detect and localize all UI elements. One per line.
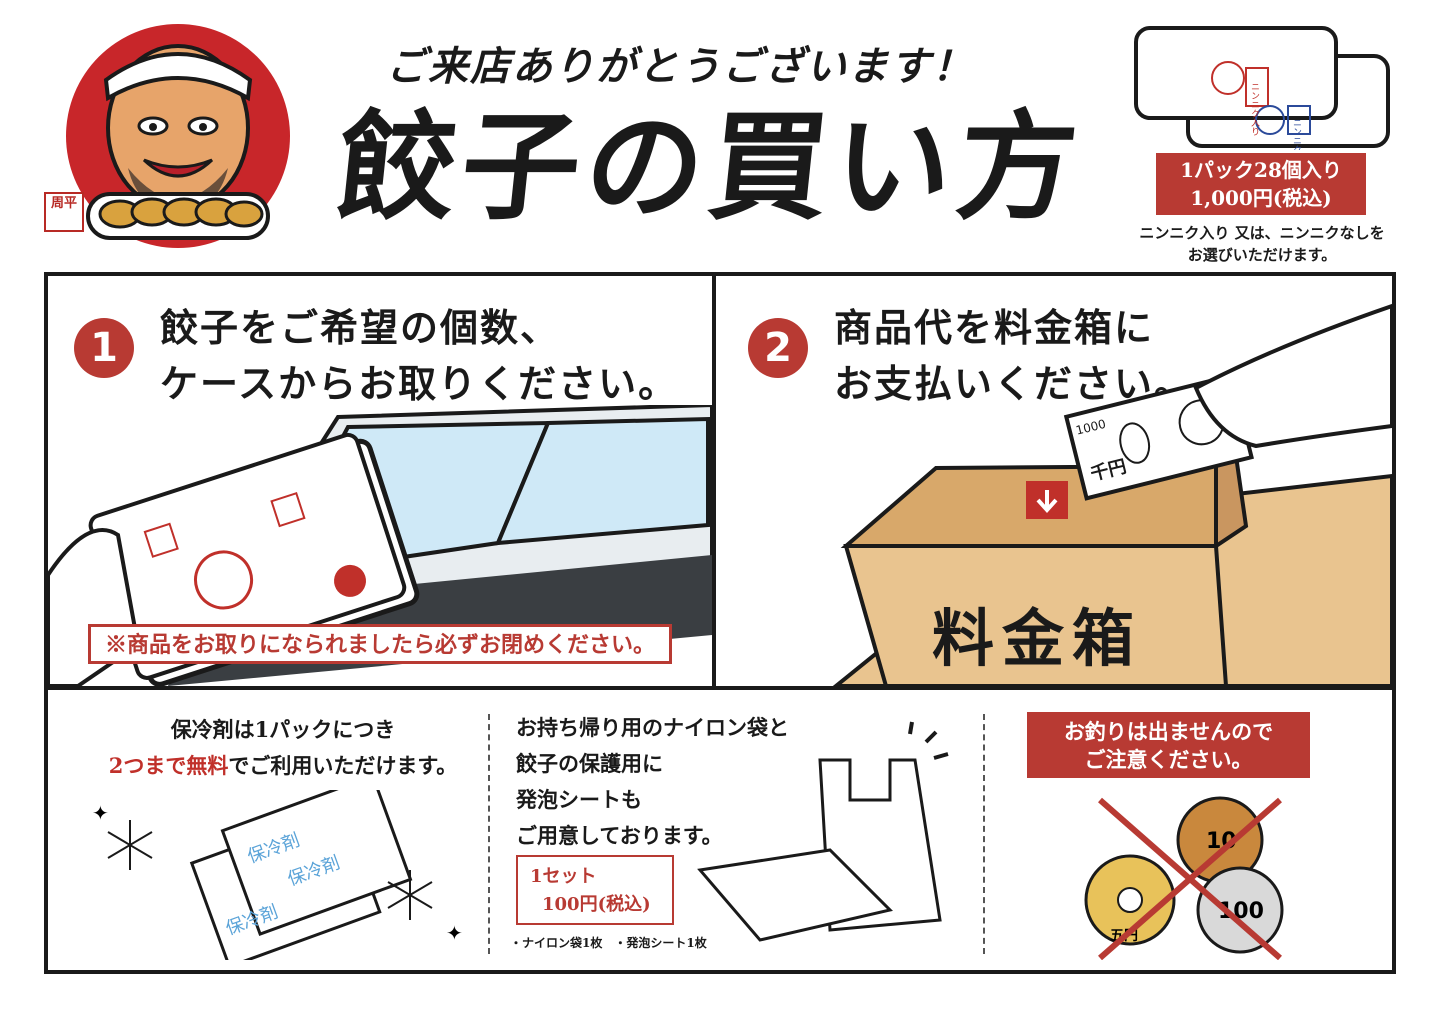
pack-label-a: ニンニク入り: [1249, 82, 1260, 136]
bag-set-line-1: 1セット: [530, 866, 597, 887]
price-note-line-1: ニンニク入り 又は、ニンニクなしを: [1139, 224, 1385, 242]
step-1-line-1: 餃子をご希望の個数、: [160, 305, 561, 350]
payment-box-label: 料金箱: [932, 602, 1143, 675]
pack-label-b: ニンニクなし: [1291, 118, 1302, 150]
step-1-badge: 1: [74, 318, 134, 378]
sparkle-icon: ✦: [92, 801, 109, 825]
instruction-frame: [44, 272, 1396, 974]
price-note-line-2: お選びいただけます。: [1187, 246, 1337, 264]
ice-pack-text: 保冷剤は1パックにつき 2つまで無料でご利用いただけます。: [88, 712, 478, 784]
step-2-line-1: 商品代を料金箱に: [834, 305, 1155, 350]
price-line-1: 1パック28個入り: [1180, 158, 1342, 182]
no-change-line-2: ご注意ください。: [1084, 747, 1253, 772]
ice-pack-illustration: 保冷剤 保冷剤 保冷剤 ✦ ✦: [92, 790, 463, 960]
page-title: 餃子の買い方: [330, 97, 1090, 236]
snowflake-icon: [387, 870, 433, 920]
brand-stamp: 周平: [44, 192, 84, 232]
no-change-line-1: お釣りは出ませんので: [1063, 719, 1274, 744]
step-1-line-2: ケースからお取りください。: [160, 361, 679, 406]
ice-pack-line-2: でご利用いただけます。: [228, 753, 458, 778]
shine-icon: [908, 721, 949, 760]
welcome-text: ご来店ありがとうございます！: [386, 43, 974, 90]
price-box: 1パック28個入り 1,000円(税込): [1156, 153, 1366, 215]
no-change-notice: お釣りは出ませんので ご注意ください。: [1027, 712, 1310, 778]
bag-line-2: 餃子の保護用に: [516, 751, 663, 776]
bag-text: お持ち帰り用のナイロン袋と 餃子の保護用に 発泡シートも ご用意しております。: [516, 710, 789, 854]
bag-line-1: お持ち帰り用のナイロン袋と: [516, 715, 789, 740]
bag-set-line-2: 100円(税込): [542, 894, 651, 915]
bag-set-items: ・ナイロン袋1枚 ・発泡シート1枚: [510, 936, 707, 950]
step-2-badge: 2: [748, 318, 808, 378]
ice-pack-line-1: 保冷剤は1パックにつき: [170, 717, 396, 742]
step-1-text: 餃子をご希望の個数、 ケースからお取りください。: [160, 300, 678, 412]
mascot-illustration: [66, 24, 290, 248]
close-case-warning: ※商品をお取りになられましたら必ずお閉めください。: [88, 624, 672, 664]
gyoza-pack-illustration: ニンニク入り ニンニクなし: [1134, 26, 1390, 150]
snowflake-icon: [107, 820, 153, 870]
sparkle-icon: ✦: [446, 921, 463, 945]
payment-box-illustration: 1000 千円: [832, 303, 1392, 686]
panel-divider-horizontal: [44, 686, 1396, 690]
section-divider: [488, 714, 490, 954]
price-line-2: 1,000円(税込): [1190, 186, 1332, 210]
section-divider: [983, 714, 985, 954]
panel-divider-vertical: [712, 272, 716, 690]
ice-pack-free-text: 2つまで無料: [108, 753, 229, 778]
showcase-illustration: [48, 405, 712, 686]
bag-line-4: ご用意しております。: [516, 823, 723, 848]
bag-line-3: 発泡シートも: [516, 787, 642, 812]
bag-set-price: 1セット 100円(税込): [516, 855, 674, 925]
step-2-text: 商品代を料金箱に お支払いください。: [834, 300, 1194, 412]
cross-icon: [1098, 797, 1282, 960]
coins-illustration: 五円 10 100: [1084, 796, 1284, 960]
bag-illustration: [697, 721, 949, 942]
price-note: ニンニク入り 又は、ニンニクなしを お選びいただけます。: [1122, 222, 1402, 266]
